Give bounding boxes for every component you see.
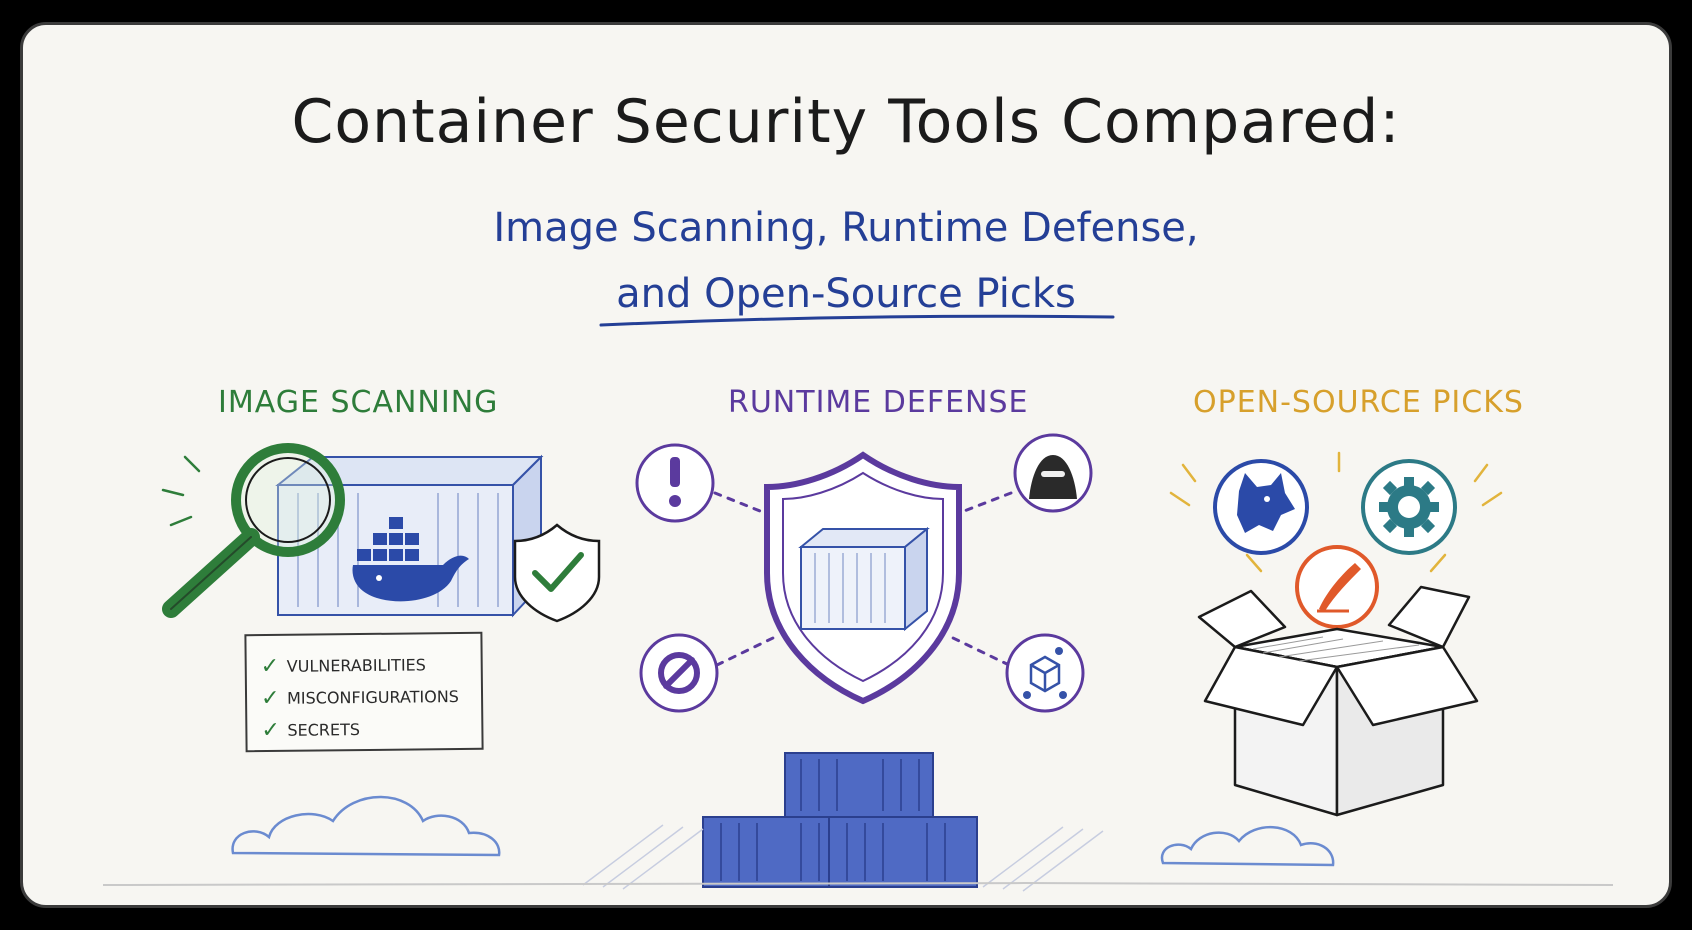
- open-source-illustration: [1160, 451, 1503, 867]
- checkmark-icon: ✓: [260, 653, 280, 679]
- diagram-artwork: [102, 314, 1614, 892]
- ground-line: [102, 881, 1614, 886]
- checklist-item: ✓ MISCONFIGURATIONS: [261, 680, 471, 714]
- stacked-containers: [702, 752, 978, 888]
- checkmark-icon: ✓: [260, 685, 280, 711]
- cloud-icon: [1160, 826, 1335, 867]
- magnifier-icon: [162, 443, 345, 618]
- block-icon: [639, 633, 719, 713]
- checkmark-icon: ✓: [261, 717, 280, 743]
- shielded-container: [798, 526, 930, 632]
- checklist-item: ✓ VULNERABILITIES: [261, 648, 471, 682]
- diagram-frame: Container Security Tools Compared: Image…: [20, 22, 1672, 908]
- scan-checklist: ✓ VULNERABILITIES ✓ MISCONFIGURATIONS ✓ …: [244, 631, 484, 753]
- subtitle-underline: [599, 314, 1115, 327]
- gear-icon: [1361, 459, 1457, 555]
- page-title: Container Security Tools Compared:: [291, 87, 1401, 157]
- alert-icon: [635, 443, 715, 523]
- docker-whale-icon: [352, 517, 469, 602]
- checklist-item: ✓ SECRETS: [261, 712, 471, 746]
- shipping-container: [275, 454, 544, 618]
- checklist-item-label: SECRETS: [287, 719, 361, 740]
- checklist-item-label: VULNERABILITIES: [286, 654, 426, 676]
- open-box-icon: [1197, 585, 1479, 817]
- cloud-icon: [231, 795, 501, 857]
- image-scanning-illustration: [161, 443, 601, 857]
- checklist-item-label: MISCONFIGURATIONS: [286, 686, 459, 708]
- section-label-image-scanning: IMAGE SCANNING: [218, 385, 499, 420]
- section-label-runtime-defense: RUNTIME DEFENSE: [728, 385, 1029, 420]
- shield-check-icon: [513, 523, 601, 623]
- runtime-defense-illustration: [582, 433, 1104, 892]
- spark-lines: [161, 455, 201, 527]
- wolf-icon: [1213, 459, 1309, 555]
- section-label-open-source: OPEN-SOURCE PICKS: [1193, 385, 1524, 420]
- subtitle-line-1: Image Scanning, Runtime Defense,: [493, 205, 1199, 251]
- hacker-icon: [1013, 433, 1093, 513]
- page-subtitle: Image Scanning, Runtime Defense, and Ope…: [23, 195, 1669, 327]
- burst-rays: [1169, 451, 1503, 573]
- subtitle-line-2: and Open-Source Picks: [616, 271, 1076, 317]
- quill-icon: [1295, 545, 1379, 629]
- network-cube-icon: [1005, 633, 1085, 713]
- ground-hatching: [582, 824, 1104, 892]
